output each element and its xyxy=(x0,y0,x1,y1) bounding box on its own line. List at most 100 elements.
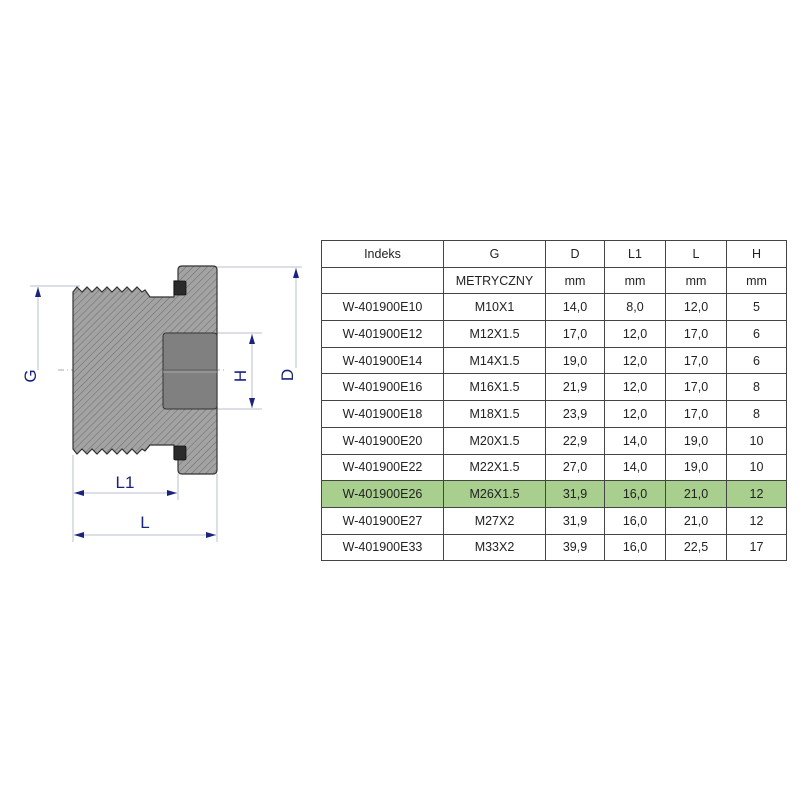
cell-l1: 14,0 xyxy=(604,426,666,455)
spec-table: Indeks G D L1 L H METRYCZNY mm mm mm mm … xyxy=(321,240,787,562)
cell-indeks: W-401900E14 xyxy=(321,346,444,375)
unit-indeks xyxy=(321,266,444,295)
cell-d: 31,9 xyxy=(545,506,605,535)
header-l1: L1 xyxy=(604,240,666,268)
dimension-l: L xyxy=(74,513,216,538)
cell-indeks: W-401900E16 xyxy=(321,373,444,402)
dimension-d: D xyxy=(278,268,299,381)
dimension-label-l1: L1 xyxy=(116,473,135,492)
cell-l: 19,0 xyxy=(665,453,727,482)
cell-l: 19,0 xyxy=(665,426,727,455)
dimension-l1: L1 xyxy=(74,473,177,496)
header-l: L xyxy=(665,240,727,268)
cell-d: 22,9 xyxy=(545,426,605,455)
extension-lines xyxy=(30,266,302,542)
cell-indeks: W-401900E12 xyxy=(321,320,444,348)
cell-l: 21,0 xyxy=(665,480,727,508)
cell-l: 21,0 xyxy=(665,506,727,535)
cell-g: M27X2 xyxy=(443,506,546,535)
dimension-label-l: L xyxy=(140,513,149,532)
cell-d: 21,9 xyxy=(545,373,605,402)
cell-h: 10 xyxy=(726,426,787,455)
cell-h: 12 xyxy=(726,480,787,508)
dimension-label-g: G xyxy=(21,369,40,382)
cell-l1: 12,0 xyxy=(604,373,666,402)
unit-l1: mm xyxy=(604,266,666,295)
cell-l: 17,0 xyxy=(665,400,727,428)
seal-bottom xyxy=(173,445,187,461)
cell-l1: 16,0 xyxy=(604,533,666,562)
cell-h: 10 xyxy=(726,453,787,482)
cell-l1: 16,0 xyxy=(604,506,666,535)
cell-l1: 12,0 xyxy=(604,400,666,428)
hex-socket xyxy=(162,332,218,410)
cell-h: 6 xyxy=(726,346,787,375)
header-d: D xyxy=(545,240,605,268)
cell-g: M16X1.5 xyxy=(443,373,546,402)
unit-l: mm xyxy=(665,266,727,295)
cell-l1: 14,0 xyxy=(604,453,666,482)
cell-h: 8 xyxy=(726,373,787,402)
cell-indeks: W-401900E27 xyxy=(321,506,444,535)
dimension-label-h: H xyxy=(231,370,250,382)
cell-d: 19,0 xyxy=(545,346,605,375)
cell-l1: 16,0 xyxy=(604,480,666,508)
cell-h: 6 xyxy=(726,320,787,348)
cell-d: 23,9 xyxy=(545,400,605,428)
cell-indeks: W-401900E22 xyxy=(321,453,444,482)
unit-g: METRYCZNY xyxy=(443,266,546,295)
cell-l1: 12,0 xyxy=(604,346,666,375)
cell-l: 17,0 xyxy=(665,346,727,375)
cell-g: M18X1.5 xyxy=(443,400,546,428)
cell-l: 22,5 xyxy=(665,533,727,562)
cell-l1: 12,0 xyxy=(604,320,666,348)
dimension-h: H xyxy=(231,334,255,408)
header-g: G xyxy=(443,240,546,268)
cell-h: 12 xyxy=(726,506,787,535)
cell-l1: 8,0 xyxy=(604,293,666,322)
dimension-g: G xyxy=(21,287,41,383)
seal-top xyxy=(173,280,187,296)
cell-d: 14,0 xyxy=(545,293,605,322)
unit-h: mm xyxy=(726,266,787,295)
cell-indeks: W-401900E20 xyxy=(321,426,444,455)
cell-l: 17,0 xyxy=(665,373,727,402)
cell-g: M26X1.5 xyxy=(443,480,546,508)
cell-d: 31,9 xyxy=(545,480,605,508)
header-indeks: Indeks xyxy=(321,240,444,268)
cell-indeks: W-401900E18 xyxy=(321,400,444,428)
cell-indeks: W-401900E10 xyxy=(321,293,444,322)
cell-d: 39,9 xyxy=(545,533,605,562)
cell-indeks: W-401900E26 xyxy=(321,480,444,508)
table-units-row: METRYCZNY mm mm mm mm xyxy=(321,266,787,295)
cell-h: 8 xyxy=(726,400,787,428)
table-header-row: Indeks G D L1 L H xyxy=(321,240,787,268)
cell-g: M10X1 xyxy=(443,293,546,322)
cell-g: M20X1.5 xyxy=(443,426,546,455)
plug-body xyxy=(72,265,218,475)
plug-cross-section-drawing: G H D L1 L xyxy=(21,265,302,542)
cell-indeks: W-401900E33 xyxy=(321,533,444,562)
cell-g: M33X2 xyxy=(443,533,546,562)
cell-l: 17,0 xyxy=(665,320,727,348)
cell-d: 17,0 xyxy=(545,320,605,348)
header-h: H xyxy=(726,240,787,268)
cell-h: 17 xyxy=(726,533,787,562)
dimension-label-d: D xyxy=(278,369,297,381)
unit-d: mm xyxy=(545,266,605,295)
cell-g: M14X1.5 xyxy=(443,346,546,375)
cell-d: 27,0 xyxy=(545,453,605,482)
cell-g: M22X1.5 xyxy=(443,453,546,482)
cell-g: M12X1.5 xyxy=(443,320,546,348)
